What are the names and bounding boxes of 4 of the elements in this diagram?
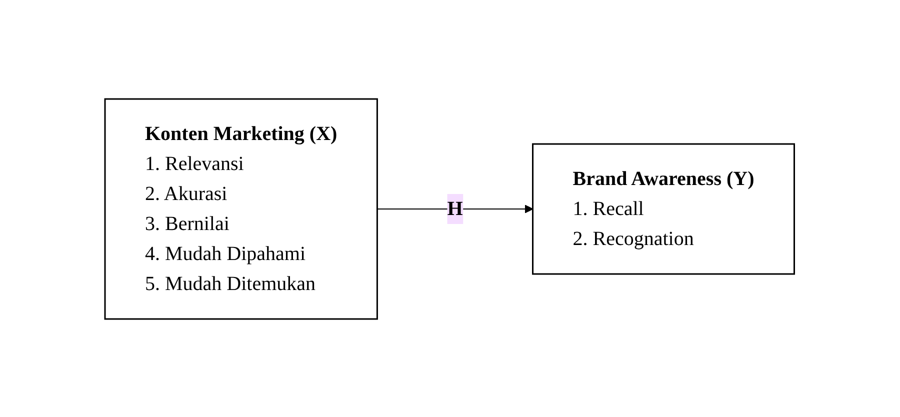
edge-label: H (448, 198, 464, 220)
arrow (377, 204, 534, 213)
node-box: Brand Awareness (Y) 1. Recall 2. Recognation (532, 142, 796, 274)
node-box: Konten Marketing (X) 1. Relevansi 2. Akurasi 3. Bernilai 4. Mudah Dipahami 5. Mudah Ditemukan (104, 98, 378, 320)
